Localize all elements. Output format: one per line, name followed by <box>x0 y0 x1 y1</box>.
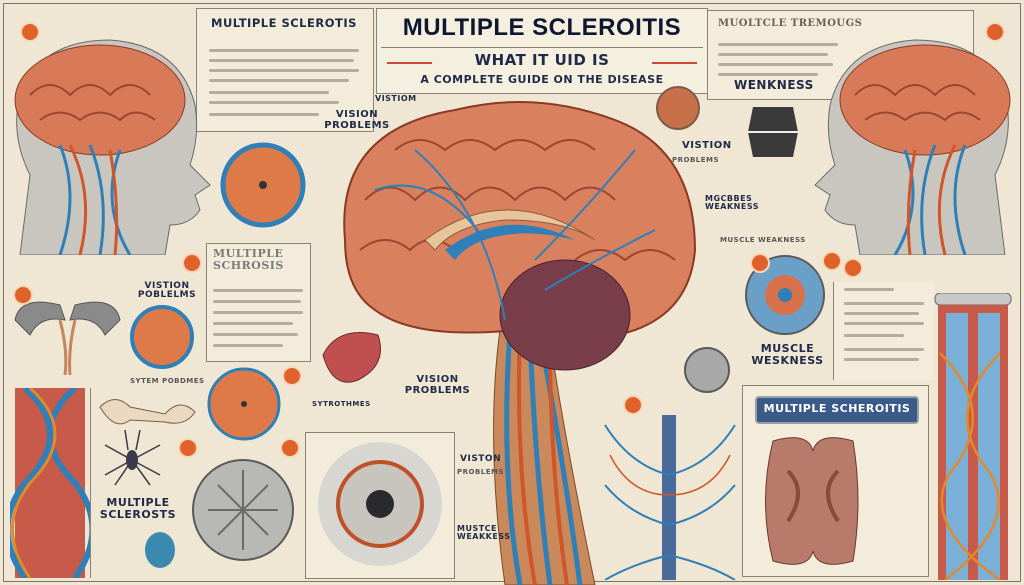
eye-panel <box>305 432 455 579</box>
red-rule-left <box>387 62 432 64</box>
text-line <box>209 91 329 94</box>
text-line <box>209 49 359 52</box>
label-vision-problems: VISION PROBLEMS <box>324 109 390 131</box>
right-head-illustration <box>814 39 1011 255</box>
number-badge <box>843 258 863 278</box>
number-badge <box>822 251 842 271</box>
banner-text: MULTIPLE SCHEROITIS <box>763 402 911 415</box>
divider <box>90 388 91 578</box>
top-left-panel: MULTIPLE SCLEROTIS <box>196 8 374 132</box>
number-badge <box>280 438 300 458</box>
number-badge <box>623 395 643 415</box>
text-line <box>209 101 339 104</box>
spinal-cord-section-illustration <box>765 437 859 565</box>
text-line <box>213 344 283 347</box>
subtitle-guide: A COMPLETE GUIDE ON THE DISEASE <box>420 73 664 86</box>
egg-icon <box>145 532 175 568</box>
banner: MULTIPLE SCHEROITIS <box>755 396 919 424</box>
organ-icon <box>322 332 381 383</box>
text-line <box>209 113 319 116</box>
left-head-illustration <box>14 39 211 255</box>
text-line <box>213 300 301 303</box>
eye-cell-illustration <box>318 442 442 566</box>
label-muster-weakness: MUSTCE WEAKKESS <box>457 524 511 542</box>
text-line <box>718 73 818 76</box>
waveform-inset-icon <box>748 107 798 157</box>
number-badge <box>13 285 33 305</box>
central-brain-illustration <box>343 101 697 585</box>
page-title: MULTIPLE SCLEROITIS <box>402 14 682 41</box>
bone-joint-icon <box>99 399 196 425</box>
text-line <box>844 288 894 291</box>
text-line <box>844 302 924 305</box>
label-vistiom: VISTIOM <box>375 94 417 103</box>
cell-circle-icon <box>220 142 306 228</box>
number-badge <box>20 22 40 42</box>
text-line <box>718 53 828 56</box>
text-line <box>213 289 303 292</box>
number-badge <box>985 22 1005 42</box>
dna-helix-illustration <box>10 388 90 578</box>
text-line <box>844 312 919 315</box>
right-text-panel <box>833 282 934 380</box>
text-line <box>844 348 924 351</box>
number-badge <box>750 253 770 273</box>
red-rule-right <box>652 62 697 64</box>
label-symptoms-left: SYTEM POBDMES <box>130 377 205 385</box>
text-line <box>844 358 919 361</box>
label-muscle-weskness: MUSCLE WESKNESS <box>751 342 824 367</box>
insect-icon <box>104 430 161 486</box>
cell-flower-circle-icon <box>745 255 825 335</box>
panel-heading: MUOLTCLE TREMOUGS <box>718 18 863 29</box>
box-heading: MULTIPLE SCHROSIS <box>213 247 284 272</box>
text-line <box>844 322 924 325</box>
cell-circle-icon <box>130 305 194 369</box>
number-badge <box>178 438 198 458</box>
label-weakness-line: MUSCLE WEAKNESS <box>720 236 806 244</box>
text-line <box>844 334 904 337</box>
nerve-cross-section-icon <box>684 347 730 393</box>
tissue-inset-icon <box>656 86 700 130</box>
text-line <box>209 79 349 82</box>
text-line <box>213 333 298 336</box>
weakness-label: WENKNESS <box>734 78 814 92</box>
brain-scan-circle-icon <box>192 459 294 561</box>
cell-circle-icon <box>207 367 281 441</box>
label-vistion-right: VISTION <box>682 140 732 151</box>
multiple-schrosis-box: MULTIPLE SCHROSIS <box>206 243 311 362</box>
label-symptoms-center: SYTROTHMES <box>312 400 371 408</box>
text-line <box>213 311 303 314</box>
label-multiple-sclerosts: MULTIPLE SCLEROSTS <box>99 496 177 521</box>
subtitle-what: WHAT IT UID IS <box>474 51 610 69</box>
label-muscle-weakness-right: MGCBBES WEAKNESS <box>705 194 760 212</box>
text-line <box>209 59 354 62</box>
panel-heading: MULTIPLE SCLEROTIS <box>211 16 357 30</box>
label-vision-problems-bottom: VISION PROBLEMS <box>404 374 471 396</box>
label-viston-sub: PROBLEMS <box>457 468 505 476</box>
text-line <box>718 63 833 66</box>
text-line <box>718 43 838 46</box>
nerve-column-illustration <box>934 293 1012 580</box>
banner-panel: MULTIPLE SCHEROITIS <box>742 385 929 577</box>
number-badge <box>282 366 302 386</box>
label-vistion-right-sub: PROBLEMS <box>672 156 720 164</box>
number-badge <box>182 253 202 273</box>
text-line <box>213 322 293 325</box>
nerve-junction-icon <box>14 301 121 375</box>
divider <box>381 47 703 48</box>
title-box: MULTIPLE SCLEROITIS WHAT IT UID IS A COM… <box>376 8 708 94</box>
label-vistion-poblelms: VISTION POBLELMS <box>137 281 197 301</box>
text-line <box>209 69 359 72</box>
nerve-tree-illustration <box>604 415 736 580</box>
label-viston: VISTON <box>460 454 502 464</box>
